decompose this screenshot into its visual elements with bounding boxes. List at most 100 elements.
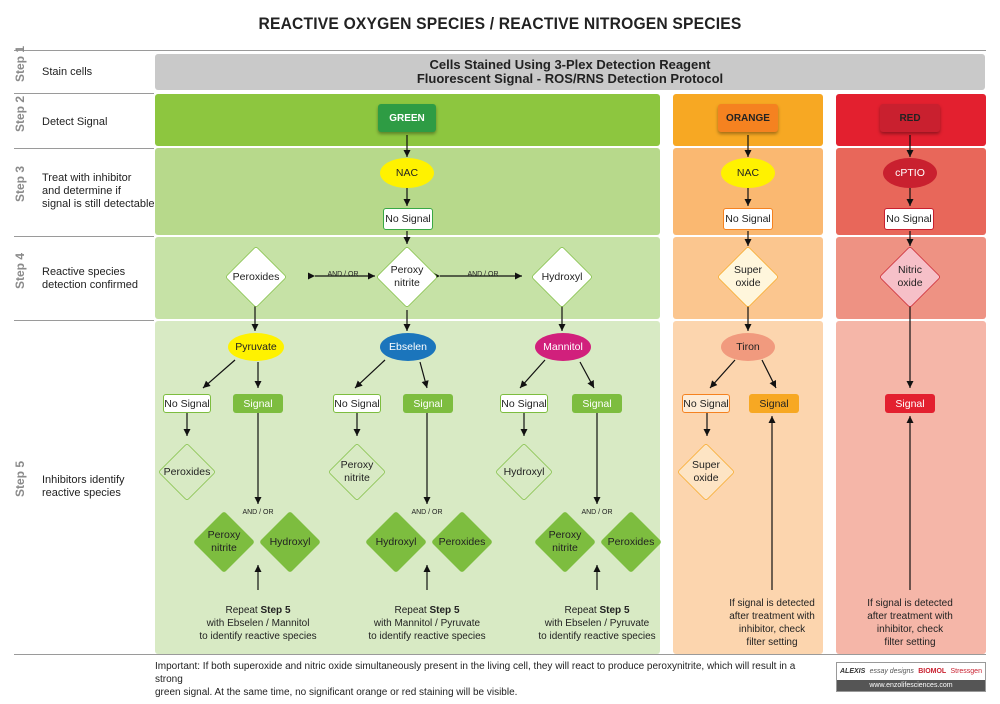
filter-line: after treatment with [729,611,815,622]
repeat-note: Repeat Step 5 with Ebselen / Mannitol to… [188,604,328,643]
hydroxyl-diamond: Hydroxyl [365,511,427,573]
peroxides-diamond: Peroxides [431,511,493,573]
diamond-label: Hydroxyl [269,535,311,548]
step-description: Treat with inhibitor and determine if si… [42,172,155,210]
divider [14,654,986,655]
no-signal-box: No Signal [500,394,548,413]
logos-box: ALEXIS essay designs BIOMOL Stressgen ww… [836,662,986,692]
divider [14,93,154,94]
label-line: Peroxy [207,529,241,541]
repeat-step: Step 5 [599,605,630,616]
logo-row: ALEXIS essay designs BIOMOL Stressgen [837,663,985,680]
orange-channel-box: ORANGE [718,104,778,132]
hydroxyl-diamond: Hydroxyl [495,443,553,501]
repeat-line: with Ebselen / Mannitol [206,618,310,629]
repeat-line: to identify reactive species [199,631,317,642]
label-line: nitrite [394,277,420,289]
red-channel-box: RED [880,104,940,132]
no-signal-box: No Signal [884,208,934,230]
label-line: Nitric [898,264,922,276]
divider [14,50,986,51]
diamond-label: Peroxides [438,535,486,548]
filter-line: filter setting [746,637,798,648]
hydroxyl-diamond: Hydroxyl [531,246,593,308]
footer-note: Important: If both superoxide and nitric… [155,660,825,699]
filter-line: filter setting [884,637,936,648]
red-step5-panel [836,321,986,654]
peroxides-diamond: Peroxides [225,246,287,308]
signal-box: Signal [233,394,283,413]
cptio-inhibitor: cPTIO [883,158,937,188]
diamond-label: Peroxides [232,270,280,283]
step-description: Reactive species detection confirmed [42,266,138,291]
diamond-label: Peroxides [163,465,211,478]
biomol-logo: BIOMOL [918,668,947,675]
diamond-label: Hydroxyl [503,465,545,478]
and-or-label: AND / OR [581,509,613,516]
mannitol-inhibitor: Mannitol [535,333,591,361]
signal-box: Signal [885,394,935,413]
label-line: Super [691,459,721,471]
filter-line: after treatment with [867,611,953,622]
repeat-line: with Ebselen / Pyruvate [544,618,650,629]
repeat-prefix: Repeat [225,605,258,616]
and-or-label: AND / OR [411,509,443,516]
peroxides-diamond: Peroxides [600,511,662,573]
signal-box: Signal [749,394,799,413]
filter-line: inhibitor, check [876,624,944,635]
peroxides-diamond: Peroxides [158,443,216,501]
repeat-prefix: Repeat [394,605,427,616]
label-line: nitrite [211,542,237,554]
alexis-logo: ALEXIS [840,668,866,675]
hydroxyl-diamond: Hydroxyl [259,511,321,573]
essay-designs-logo: essay designs [869,668,914,675]
repeat-line: to identify reactive species [368,631,486,642]
green-step5-panel [155,321,660,654]
banner-line2: Fluorescent Signal - ROS/RNS Detection P… [416,71,724,86]
label-line: Peroxy [390,264,424,276]
diamond-label: Hydroxyl [375,535,417,548]
diamond-label: Hydroxyl [541,270,583,283]
and-or-label: AND / OR [242,509,274,516]
website-url[interactable]: www.enzolifesciences.com [837,680,985,691]
step-description: Inhibitors identify reactive species [42,474,125,499]
banner-line1: Cells Stained Using 3-Plex Detection Rea… [429,57,711,72]
label-line: oxide [897,277,923,289]
no-signal-box: No Signal [163,394,211,413]
nac-inhibitor: NAC [721,158,775,188]
repeat-step: Step 5 [429,605,460,616]
filter-line: inhibitor, check [738,624,806,635]
pyruvate-inhibitor: Pyruvate [228,333,284,361]
filter-line: If signal is detected [729,598,815,609]
no-signal-box: No Signal [682,394,730,413]
and-or-label: AND / OR [467,271,499,278]
step-description: Stain cells [42,66,93,78]
footer-line: Important: If both superoxide and nitric… [155,661,796,685]
and-or-label: AND / OR [327,271,359,278]
repeat-prefix: Repeat [564,605,597,616]
divider [14,148,154,149]
divider [14,320,154,321]
page-title: REACTIVE OXYGEN SPECIES / REACTIVE NITRO… [258,14,742,33]
label-line: Peroxy [340,459,374,471]
footer-line: green signal. At the same time, no signi… [155,687,518,698]
label-line: Super [733,264,763,276]
step1-banner: Cells Stained Using 3-Plex Detection Rea… [155,54,985,90]
green-channel-box: GREEN [378,104,436,132]
repeat-line: with Mannitol / Pyruvate [373,618,481,629]
step-description: Detect Signal [42,116,108,128]
tiron-inhibitor: Tiron [721,333,775,361]
no-signal-box: No Signal [333,394,381,413]
signal-box: Signal [572,394,622,413]
nac-inhibitor: NAC [380,158,434,188]
